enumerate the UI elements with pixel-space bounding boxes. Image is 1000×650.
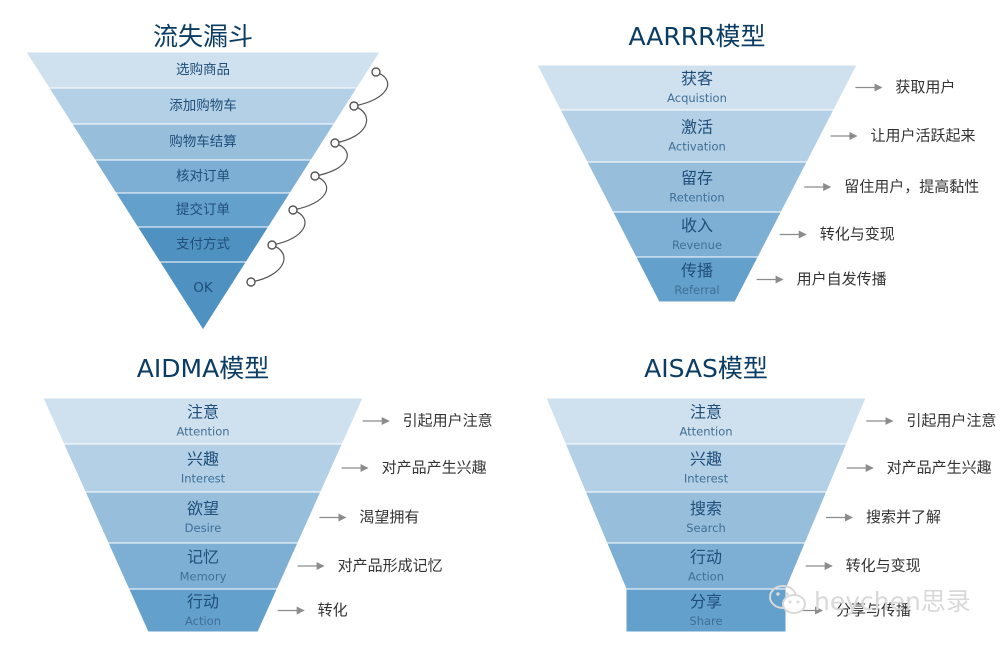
aisas-stage-3-note: 搜索并了解 — [866, 508, 941, 526]
aisas-stage-1-note: 引起用户注意 — [906, 412, 996, 430]
aidma-stage-4-label: 记忆 — [187, 548, 219, 567]
loss-funnel-stage-7-label: OK — [193, 280, 214, 296]
loss-loop-node — [371, 67, 381, 77]
aisas-stage-5-band — [625, 588, 787, 633]
loss-loop-node — [330, 138, 340, 148]
aidma-stage-2-sub: Interest — [181, 472, 226, 486]
aidma-stage-2-label: 兴趣 — [187, 450, 219, 469]
aisas-stage-2-sub: Interest — [684, 472, 729, 486]
wechat-icon — [769, 585, 806, 614]
loss-loop-connector — [292, 175, 328, 211]
loss-funnel-stage-3-label: 购物车结算 — [169, 133, 237, 150]
aarrr-stage-5-band — [635, 256, 759, 303]
loss-loop-node — [310, 171, 320, 181]
aidma-stage-1-sub: Attention — [176, 425, 229, 439]
loss-loop-connector — [250, 244, 285, 283]
watermark-text: heychen思录 — [814, 587, 971, 616]
aisas-stage-3-sub: Search — [686, 521, 726, 535]
aarrr-stage-5-sub: Referral — [674, 283, 719, 297]
aisas-title: AISAS模型 — [644, 354, 768, 383]
loss-funnel-stage-7-band — [158, 261, 248, 331]
aarrr-stage-3-sub: Retention — [669, 191, 724, 205]
loss-loop-node — [267, 240, 277, 250]
aisas-stage-1-sub: Attention — [679, 425, 732, 439]
aidma-stage-3-note: 渴望拥有 — [359, 508, 419, 526]
loss-funnel-stage-4-label: 核对订单 — [176, 169, 230, 185]
aisas-stage-4-note: 转化与变现 — [846, 557, 921, 575]
aarrr-stage-3-label: 留存 — [681, 169, 713, 188]
aisas-stage-1-label: 注意 — [690, 403, 722, 422]
aidma-stage-4-note: 对产品形成记忆 — [338, 557, 443, 575]
aisas-stage-5-note: 分享与传播 — [836, 601, 911, 619]
loss-funnel-stage-5-label: 提交订单 — [176, 201, 230, 218]
aisas-stage-2-label: 兴趣 — [690, 450, 722, 469]
loss-funnel-title: 流失漏斗 — [153, 22, 253, 51]
aidma-stage-3-label: 欲望 — [187, 499, 219, 518]
loss-funnel-stage-2-label: 添加购物车 — [169, 97, 237, 114]
aisas-stage-5-label: 分享 — [690, 592, 722, 611]
aidma-stage-1-label: 注意 — [187, 403, 219, 422]
loss-loop-connector — [271, 209, 306, 246]
aisas-stage-4-sub: Action — [688, 570, 724, 584]
loss-loop-node — [288, 205, 298, 215]
aarrr-stage-4-note: 转化与变现 — [820, 225, 895, 243]
aisas-stage-5-sub: Share — [689, 614, 722, 628]
aarrr-stage-4-label: 收入 — [681, 216, 713, 235]
aidma-stage-4-sub: Memory — [180, 570, 227, 584]
aidma-stage-1-note: 引起用户注意 — [403, 412, 493, 430]
aarrr-stage-2-sub: Activation — [668, 140, 726, 154]
loss-loop-connector — [314, 142, 348, 177]
aidma-stage-5-band — [127, 588, 279, 633]
aarrr-stage-2-note: 让用户活跃起来 — [870, 127, 975, 145]
loss-funnel-stage-6-label: 支付方式 — [176, 237, 230, 253]
aidma-stage-2-note: 对产品产生兴趣 — [382, 459, 487, 477]
aarrr-stage-3-note: 留住用户，提高黏性 — [844, 178, 979, 196]
aisas-stage-3-label: 搜索 — [690, 499, 722, 518]
watermark: heychen思录 — [768, 582, 971, 618]
aidma-stage-5-label: 行动 — [187, 592, 219, 611]
loss-loop-node — [246, 277, 256, 287]
aarrr-title: AARRR模型 — [628, 22, 765, 51]
aidma-stage-3-sub: Desire — [185, 521, 222, 535]
loss-loop-connector — [334, 105, 368, 144]
aidma-stage-5-sub: Action — [185, 614, 221, 628]
aidma-title: AIDMA模型 — [137, 354, 269, 383]
loss-loop-node — [349, 101, 359, 111]
aisas-stage-2-note: 对产品产生兴趣 — [887, 459, 992, 477]
loss-loop-connector — [353, 71, 389, 107]
aisas-stage-4-label: 行动 — [690, 548, 722, 567]
aarrr-stage-1-note: 获取用户 — [895, 78, 955, 96]
aarrr-stage-5-label: 传播 — [681, 261, 713, 280]
aarrr-stage-1-sub: Acquistion — [667, 91, 727, 105]
loss-funnel-stage-1-label: 选购商品 — [176, 62, 230, 78]
aarrr-stage-2-label: 激活 — [681, 118, 713, 137]
aarrr-stage-5-note: 用户自发传播 — [797, 270, 887, 288]
aarrr-stage-1-label: 获客 — [681, 69, 713, 88]
aidma-stage-5-note: 转化 — [318, 601, 348, 619]
aarrr-stage-4-sub: Revenue — [672, 238, 722, 252]
